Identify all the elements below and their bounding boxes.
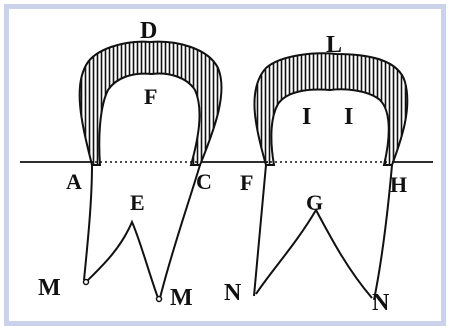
label-n-left: N — [224, 280, 242, 306]
label-l: L — [326, 32, 342, 58]
label-m-right: M — [170, 285, 193, 311]
label-h: H — [390, 172, 407, 197]
label-g: G — [306, 190, 323, 215]
label-c: C — [196, 169, 212, 194]
label-n-right: N — [372, 290, 390, 316]
label-f-crown: F — [144, 84, 157, 109]
label-i-1: I — [302, 104, 311, 130]
label-e: E — [130, 190, 145, 215]
label-i-2: I — [344, 104, 353, 130]
label-m-left: M — [38, 275, 61, 301]
label-f-gum: F — [240, 170, 253, 195]
label-a: A — [66, 169, 82, 194]
label-d: D — [140, 18, 157, 44]
